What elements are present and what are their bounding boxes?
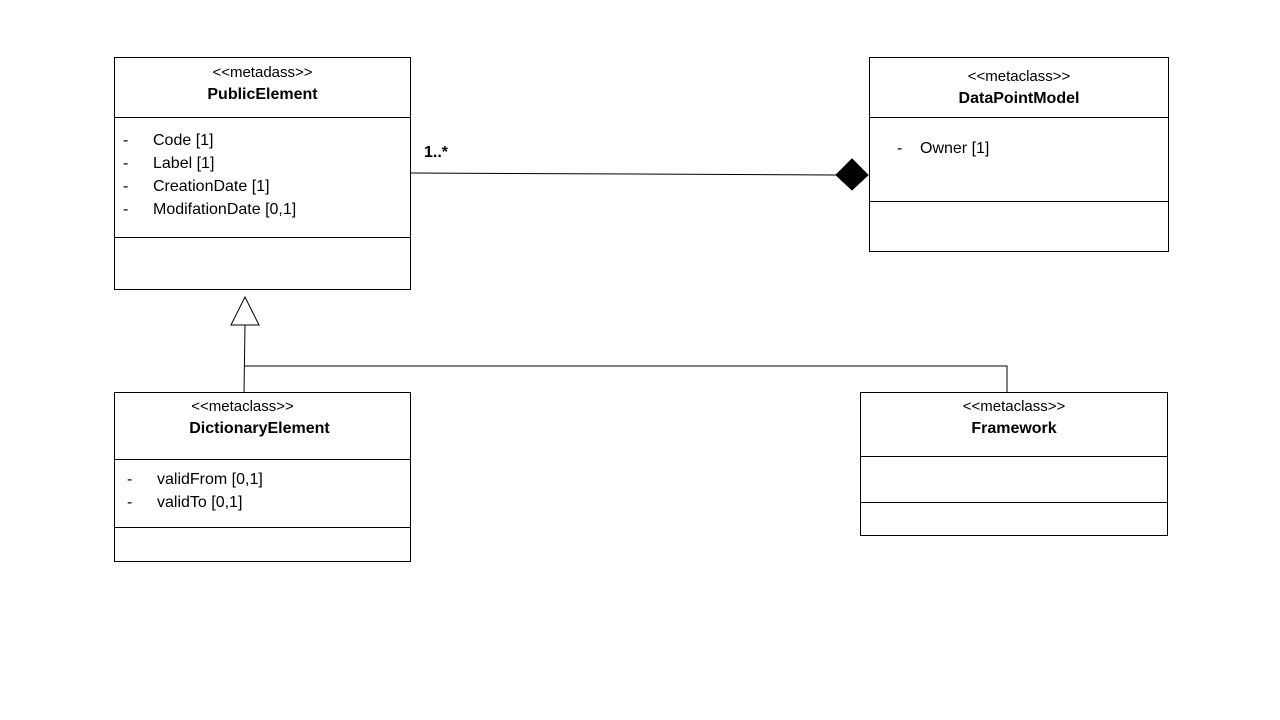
class-stereotype: <<metaclass>> [962, 398, 1066, 415]
attribute-visibility: - [127, 471, 133, 488]
class-box-public-element[interactable]: <<metadass>> PublicElement - Code [1] - … [114, 57, 411, 290]
attribute-label: Code [1] [153, 132, 214, 149]
attribute-row: - validTo [0,1] [115, 491, 410, 514]
generalization-trunk-line[interactable] [243, 324, 246, 394]
composition-line[interactable] [410, 172, 837, 176]
attribute-label: validFrom [0,1] [157, 471, 263, 488]
attribute-row: - ModifationDate [0,1] [115, 198, 410, 221]
class-attributes-compartment: - Owner [1] [870, 118, 1168, 202]
class-operations-compartment [861, 503, 1167, 535]
class-attributes-compartment [861, 457, 1167, 503]
class-box-data-point-model[interactable]: <<metaclass>> DataPointModel - Owner [1] [869, 57, 1169, 252]
class-operations-compartment [870, 202, 1168, 251]
attribute-row: - Code [1] [115, 129, 410, 152]
class-name: DataPointModel [958, 90, 1080, 107]
class-stereotype: <<metaclass>> [967, 68, 1071, 85]
generalization-branch-line[interactable] [245, 365, 1008, 393]
class-header: <<metadass>> PublicElement [115, 58, 410, 118]
attribute-visibility: - [123, 132, 129, 149]
class-header: <<metaclass>> DictionaryElement [115, 393, 410, 460]
attribute-row: - Owner [1] [870, 137, 1168, 160]
class-name: Framework [971, 420, 1057, 437]
class-header: <<metaclass>> Framework [861, 393, 1167, 457]
class-header: <<metaclass>> DataPointModel [870, 58, 1168, 118]
class-box-framework[interactable]: <<metaclass>> Framework [860, 392, 1168, 536]
attribute-visibility: - [123, 178, 129, 195]
class-operations-compartment [115, 238, 410, 289]
attribute-visibility: - [123, 155, 129, 172]
generalization-arrowhead [230, 295, 260, 326]
class-operations-compartment [115, 528, 410, 561]
class-stereotype: <<metadass>> [212, 64, 313, 81]
attribute-visibility: - [127, 494, 133, 511]
attribute-visibility: - [123, 201, 129, 218]
class-attributes-compartment: - Code [1] - Label [1] - CreationDate [1… [115, 118, 410, 238]
class-stereotype: <<metaclass>> [191, 398, 294, 415]
attribute-label: validTo [0,1] [157, 494, 243, 511]
attribute-visibility: - [897, 140, 903, 157]
composition-multiplicity-label: 1..* [424, 144, 449, 161]
class-attributes-compartment: - validFrom [0,1] - validTo [0,1] [115, 460, 410, 528]
attribute-label: Owner [1] [920, 140, 990, 157]
attribute-label: CreationDate [1] [153, 178, 270, 195]
class-box-dictionary-element[interactable]: <<metaclass>> DictionaryElement - validF… [114, 392, 411, 562]
composition-diamond [835, 158, 869, 191]
class-name: PublicElement [207, 86, 318, 103]
attribute-label: ModifationDate [0,1] [153, 201, 297, 218]
attribute-row: - CreationDate [1] [115, 175, 410, 198]
class-name: DictionaryElement [189, 420, 330, 437]
attribute-row: - validFrom [0,1] [115, 468, 410, 491]
attribute-row: - Label [1] [115, 152, 410, 175]
attribute-label: Label [1] [153, 155, 215, 172]
